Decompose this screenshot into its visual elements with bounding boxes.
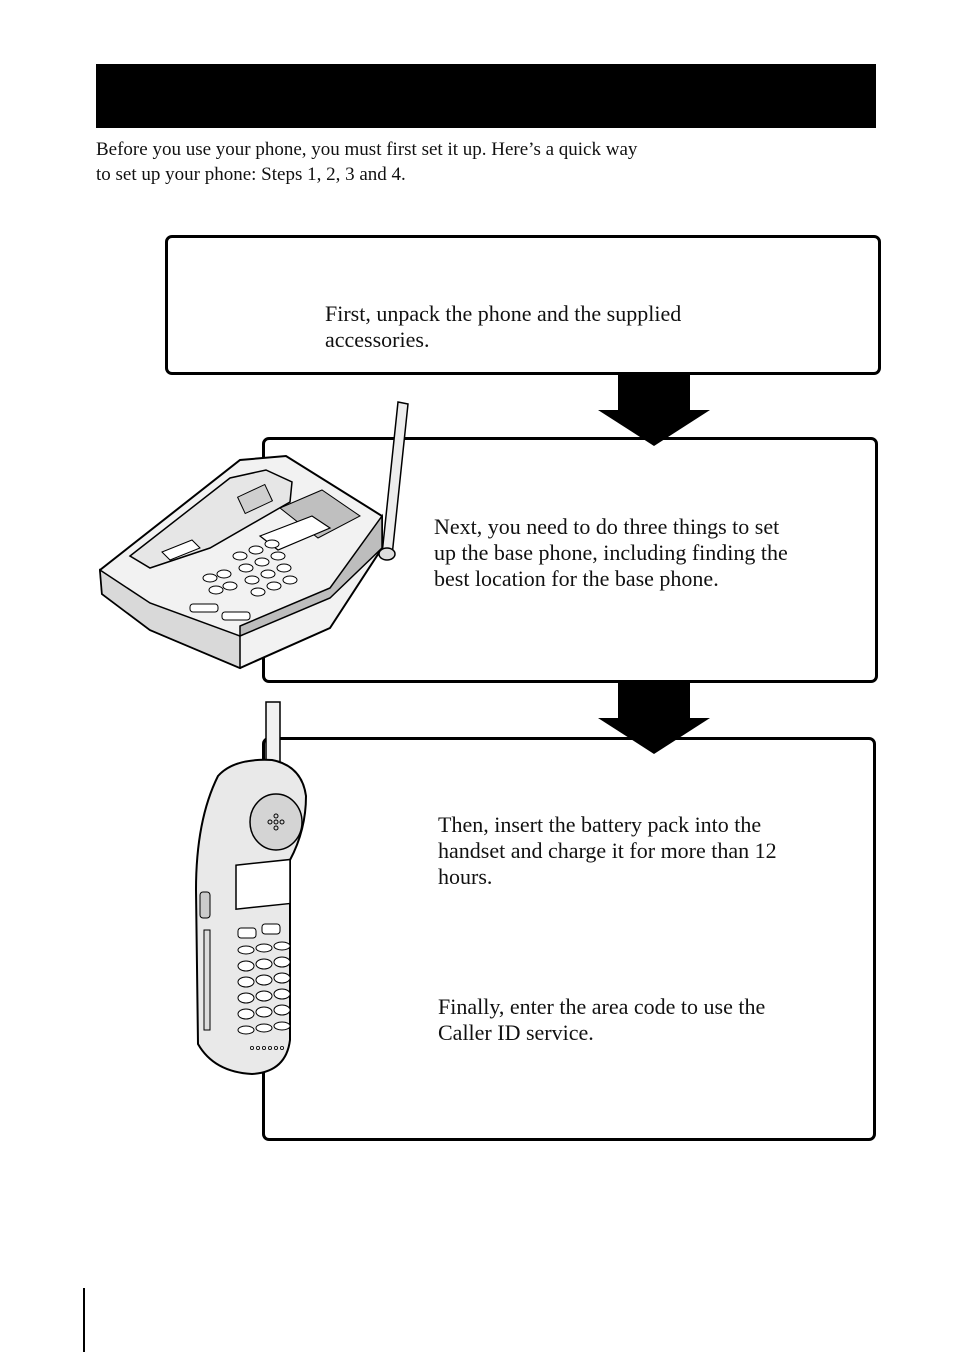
- down-arrow-icon: [598, 682, 710, 754]
- step-2-text: Next, you need to do three things to set…: [434, 514, 859, 592]
- step-3-line-1: Then, insert the battery pack into the: [438, 812, 762, 837]
- intro-line-1: Before you use your phone, you must firs…: [96, 139, 638, 160]
- step-2-line-3: best location for the base phone.: [434, 566, 719, 591]
- step-1-text: First, unpack the phone and the supplied…: [325, 301, 765, 353]
- intro-text: Before you use your phone, you must firs…: [96, 137, 796, 187]
- cordless-base-phone-icon: [98, 401, 409, 670]
- down-arrow-icon: [598, 374, 710, 446]
- page-margin-rule: [83, 1288, 85, 1352]
- intro-line-2: to set up your phone: Steps 1, 2, 3 and …: [96, 164, 406, 185]
- step-3-line-2: handset and charge it for more than 12: [438, 838, 777, 863]
- step-4-line-1: Finally, enter the area code to use the: [438, 994, 766, 1019]
- step-4-line-2: Caller ID service.: [438, 1020, 594, 1045]
- step-3-line-3: hours.: [438, 864, 493, 889]
- step-1-box: [165, 235, 881, 375]
- step-1-line-1: First, unpack the phone and the supplied: [325, 301, 682, 326]
- step-4-text: Finally, enter the area code to use the …: [438, 994, 838, 1046]
- step-1-line-2: accessories.: [325, 327, 430, 352]
- step-3-text: Then, insert the battery pack into the h…: [438, 812, 848, 890]
- step-2-line-2: up the base phone, including finding the: [434, 540, 788, 565]
- cordless-handset-icon: [194, 701, 308, 1076]
- section-title-bar: [96, 64, 876, 128]
- step-2-line-1: Next, you need to do three things to set: [434, 514, 780, 539]
- step-3-4-box: [262, 737, 876, 1141]
